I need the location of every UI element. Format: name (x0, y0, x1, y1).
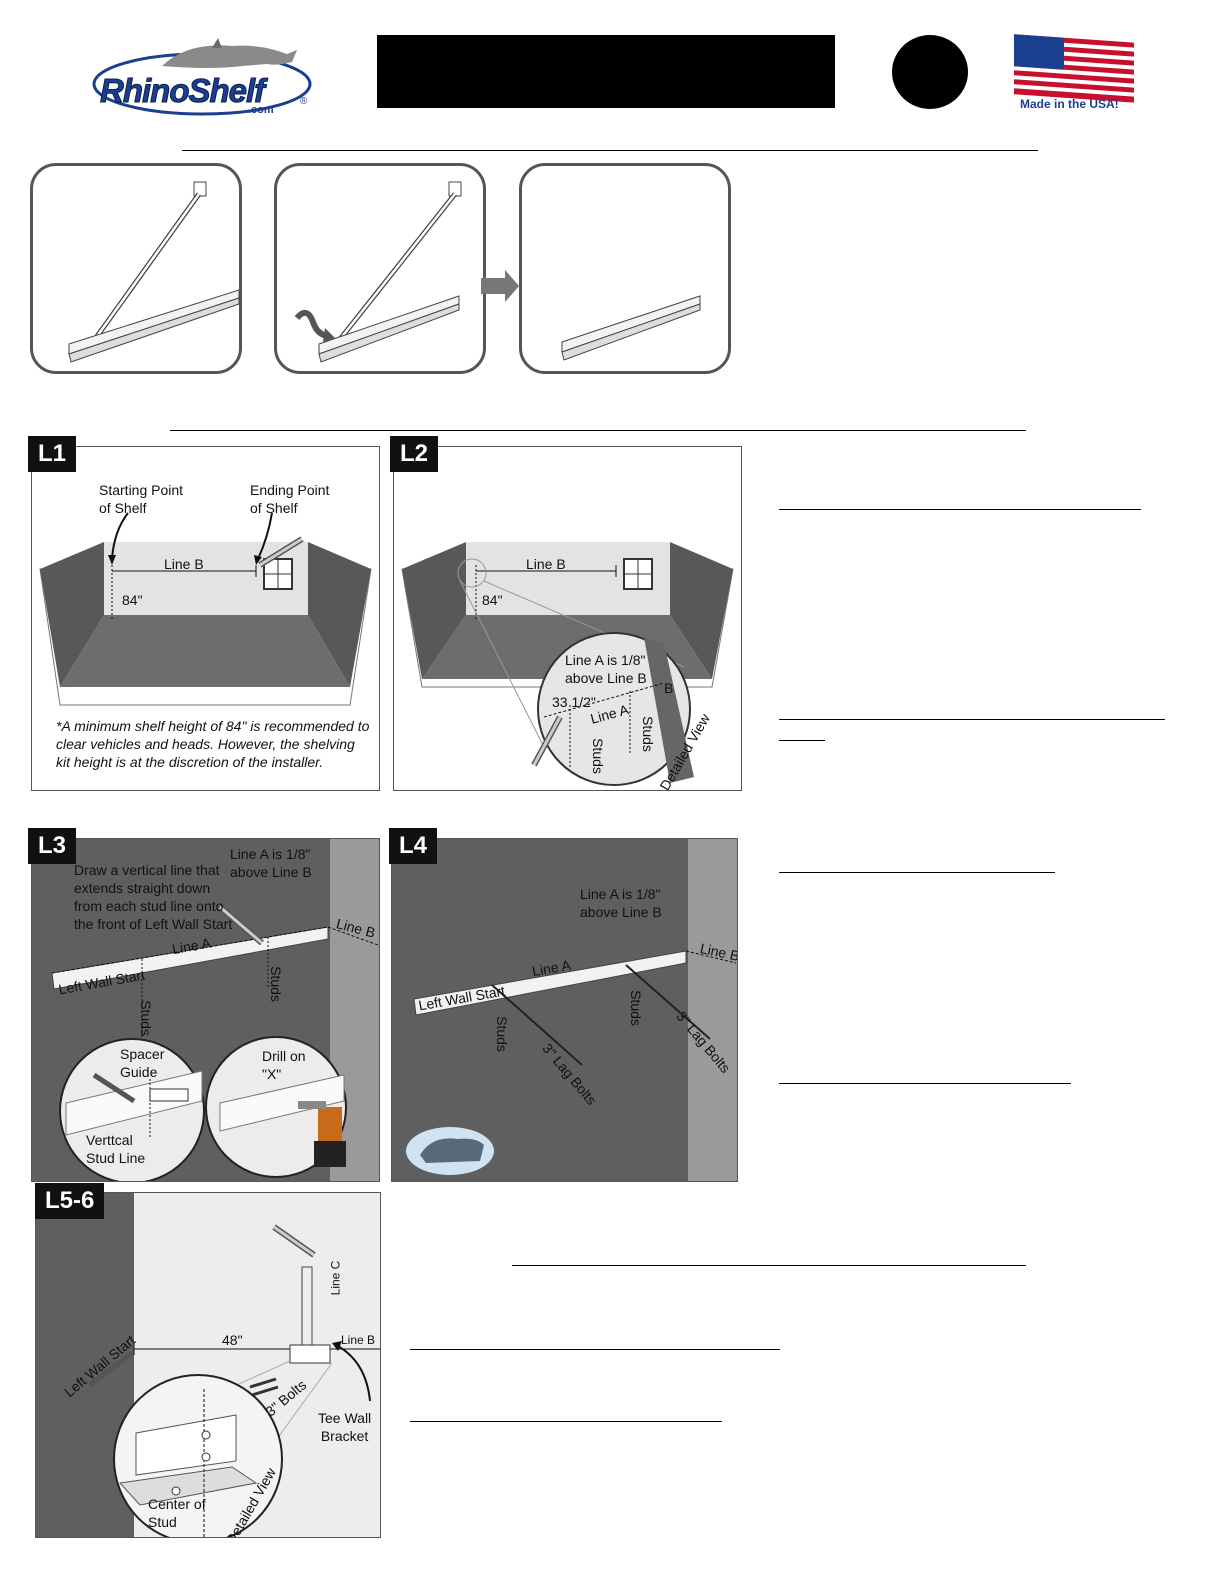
logo-suffix: .com (248, 104, 274, 116)
starting-point-label: Starting Point of Shelf (99, 481, 183, 517)
center-of-stud-label: Center of Stud (148, 1495, 206, 1531)
section-rule (170, 430, 1026, 431)
header-rule (182, 150, 1038, 151)
figure-l2: Line B 84" Line A is 1/8" above Line B B… (393, 446, 742, 791)
usa-flag: Made in the USA! (1010, 34, 1140, 114)
figure-label-l5-6: L5-6 (35, 1183, 104, 1219)
figure-label-l2: L2 (390, 436, 438, 472)
step-number-circle (892, 35, 968, 109)
spacer-guide-label: Spacer Guide (120, 1045, 164, 1081)
line-c-label: Line C (326, 1261, 344, 1296)
figure-l1: Starting Point of Shelf Ending Point of … (31, 446, 380, 791)
b-label: B (664, 679, 673, 697)
logo-text: RhinoShelf (100, 72, 264, 110)
title-bar (377, 35, 835, 108)
shelf-height-note: *A minimum shelf height of 84" is recomm… (56, 717, 370, 771)
text-rule-4 (779, 872, 1055, 873)
logo-registered: ® (300, 96, 307, 107)
figure-l4: Line A is 1/8" above Line B Line B Line … (391, 838, 738, 1182)
studs-label-2: Studs (627, 990, 645, 1026)
figure-label-l1: L1 (28, 436, 76, 472)
bracket-assembly-icon (33, 166, 239, 371)
text-rule-6 (512, 1265, 1026, 1266)
vertical-stud-line-label: Verttcal Stud Line (86, 1131, 145, 1167)
text-rule-1 (779, 509, 1141, 510)
line-b-label: Line B (164, 555, 204, 573)
figure-label-l4: L4 (389, 828, 437, 864)
ending-point-label: Ending Point of Shelf (250, 481, 329, 517)
text-rule-8 (410, 1421, 722, 1422)
bracket-removal-icon (277, 166, 483, 371)
distance-label: 48" (222, 1331, 243, 1349)
text-rule-3 (779, 740, 825, 741)
offset-label: 33 1/2" (552, 693, 596, 711)
angle-rail-icon (522, 166, 728, 371)
line-a-note: Line A is 1/8" above Line B (230, 845, 312, 881)
line-b-label: Line B (526, 555, 566, 573)
studs-label-2: Studs (267, 966, 285, 1002)
figure-l3: Draw a vertical line that extends straig… (31, 838, 380, 1182)
arrow-right-icon (481, 270, 521, 302)
line-a-note: Line A is 1/8" above Line B (565, 651, 647, 687)
text-rule-2 (779, 719, 1165, 720)
step-box-2 (274, 163, 486, 374)
tee-wall-bracket-label: Tee Wall Bracket (318, 1409, 371, 1445)
line-b-label: Line B (341, 1331, 375, 1349)
line-a-note: Line A is 1/8" above Line B (580, 885, 662, 921)
studs-label-1: Studs (589, 738, 607, 774)
text-rule-7 (410, 1349, 780, 1350)
text-rule-5 (779, 1083, 1071, 1084)
instruction-label: Draw a vertical line that extends straig… (74, 861, 232, 933)
rhinoshelf-logo: RhinoShelf ® .com (92, 36, 322, 118)
height-label: 84" (122, 591, 143, 609)
studs-label-1: Studs (137, 1000, 155, 1036)
drill-on-label: Drill on "X" (262, 1047, 306, 1083)
studs-label-1: Studs (493, 1016, 511, 1052)
step-box-1 (30, 163, 242, 374)
made-in-usa-text: Made in the USA! (1020, 97, 1119, 111)
figure-l5-6: Left Wall Start 48" Line B Line C 3" Bol… (35, 1192, 381, 1538)
studs-label-2: Studs (639, 716, 657, 752)
figure-label-l3: L3 (28, 828, 76, 864)
step-box-3 (519, 163, 731, 374)
height-label: 84" (482, 591, 503, 609)
